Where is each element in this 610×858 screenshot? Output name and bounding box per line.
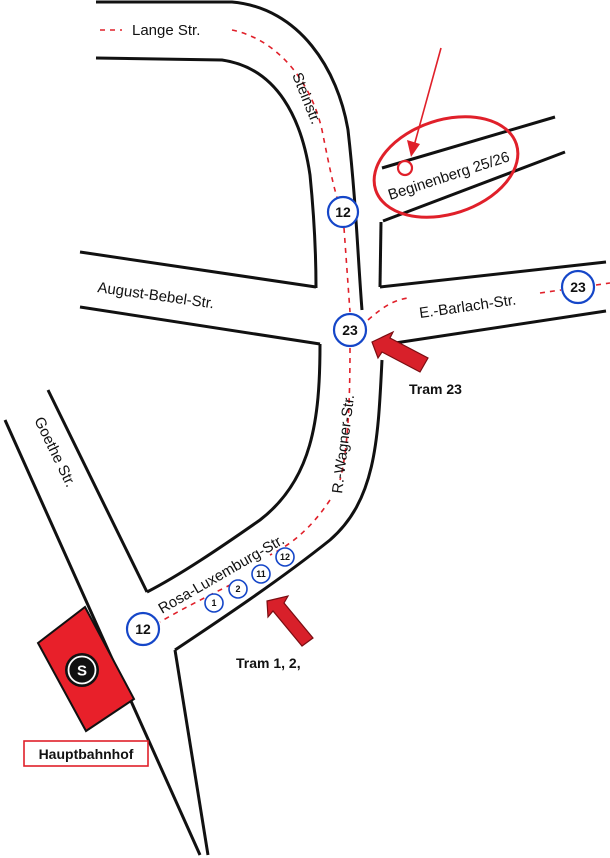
beginenberg-road-edge-top xyxy=(381,115,556,170)
stop-number: 12 xyxy=(135,621,151,637)
stop-junction-23: 23 xyxy=(332,312,368,348)
tram-23-arrow-icon xyxy=(371,330,429,373)
target-marker xyxy=(372,47,520,219)
stop-number: 11 xyxy=(256,569,266,579)
stop-number: 1 xyxy=(211,598,216,608)
stop-number: 23 xyxy=(570,279,586,295)
target-pointer-arrowhead-icon xyxy=(407,140,420,157)
route-stein xyxy=(231,29,343,211)
steinstr-right-edge xyxy=(378,221,383,288)
steinstr-road-edge-inner xyxy=(95,56,318,289)
barlach-road-edge-top xyxy=(379,260,607,289)
stop-number: 12 xyxy=(280,552,290,562)
target-circle-icon xyxy=(372,115,520,219)
route-barlach-east xyxy=(539,289,562,294)
target-pointer-line xyxy=(413,47,442,147)
stop-rosa-12: 12 xyxy=(125,611,161,647)
route-stein-lower xyxy=(343,227,351,313)
stop-rosa-small-1: 1 xyxy=(204,593,224,613)
stop-number: 12 xyxy=(335,204,351,220)
roads xyxy=(3,0,607,856)
tram-1-2-arrow-icon xyxy=(266,595,314,647)
goethe-road-edge-left xyxy=(3,419,202,856)
label-wagner-str: R.-Wagner-Str. xyxy=(329,394,358,495)
stop-barlach-23: 23 xyxy=(560,269,596,305)
route-wagner xyxy=(339,347,351,481)
route-barlach-end xyxy=(595,282,610,286)
goethe-road-edge-right xyxy=(46,389,149,593)
label-august-bebel-str: August-Bebel-Str. xyxy=(96,279,215,312)
august-bebel-road-edge-top xyxy=(79,250,317,289)
wagner-road-edge-left xyxy=(146,343,322,594)
label-lange-str: Lange Str. xyxy=(132,22,200,39)
label-tram-1-2: Tram 1, 2, xyxy=(236,655,301,671)
route-rosa xyxy=(159,579,241,623)
barlach-road-edge-bottom xyxy=(394,309,607,345)
stop-number: 2 xyxy=(235,584,240,594)
tram-route xyxy=(100,29,610,623)
beginenberg-road-edge-bottom xyxy=(382,150,566,223)
tram-arrows xyxy=(266,330,429,647)
street-labels: Lange Str. Steinstr. Beginenberg 25/26 A… xyxy=(30,22,517,617)
stop-stein-12: 12 xyxy=(326,195,360,229)
steinstr-road-edge-outer xyxy=(96,0,364,311)
station-label-box xyxy=(23,740,149,767)
route-barlach xyxy=(367,297,409,321)
goethe-road-edge-right-lower xyxy=(173,649,210,856)
s-bahn-icon xyxy=(65,653,99,687)
stop-rosa-small-11: 11 xyxy=(251,564,271,584)
target-point-icon xyxy=(396,159,414,177)
route-wagner-lower xyxy=(269,499,331,556)
august-bebel-road-edge-bottom xyxy=(79,305,321,346)
stop-rosa-small-12: 12 xyxy=(275,547,295,567)
station-label: Hauptbahnhof xyxy=(39,746,134,762)
stop-rosa-small-2: 2 xyxy=(228,579,248,599)
wagner-road-edge-right xyxy=(174,359,384,652)
station-hauptbahnhof: S Hauptbahnhof xyxy=(23,605,149,767)
s-bahn-letter: S xyxy=(77,663,87,680)
label-tram-23: Tram 23 xyxy=(409,381,462,397)
tram-stops: 12 23 23 12 1 2 11 12 xyxy=(125,195,596,647)
label-goethe-str: Goethe Str. xyxy=(30,414,79,490)
stop-number: 23 xyxy=(342,322,358,338)
label-barlach-str: E.-Barlach-Str. xyxy=(418,292,517,322)
